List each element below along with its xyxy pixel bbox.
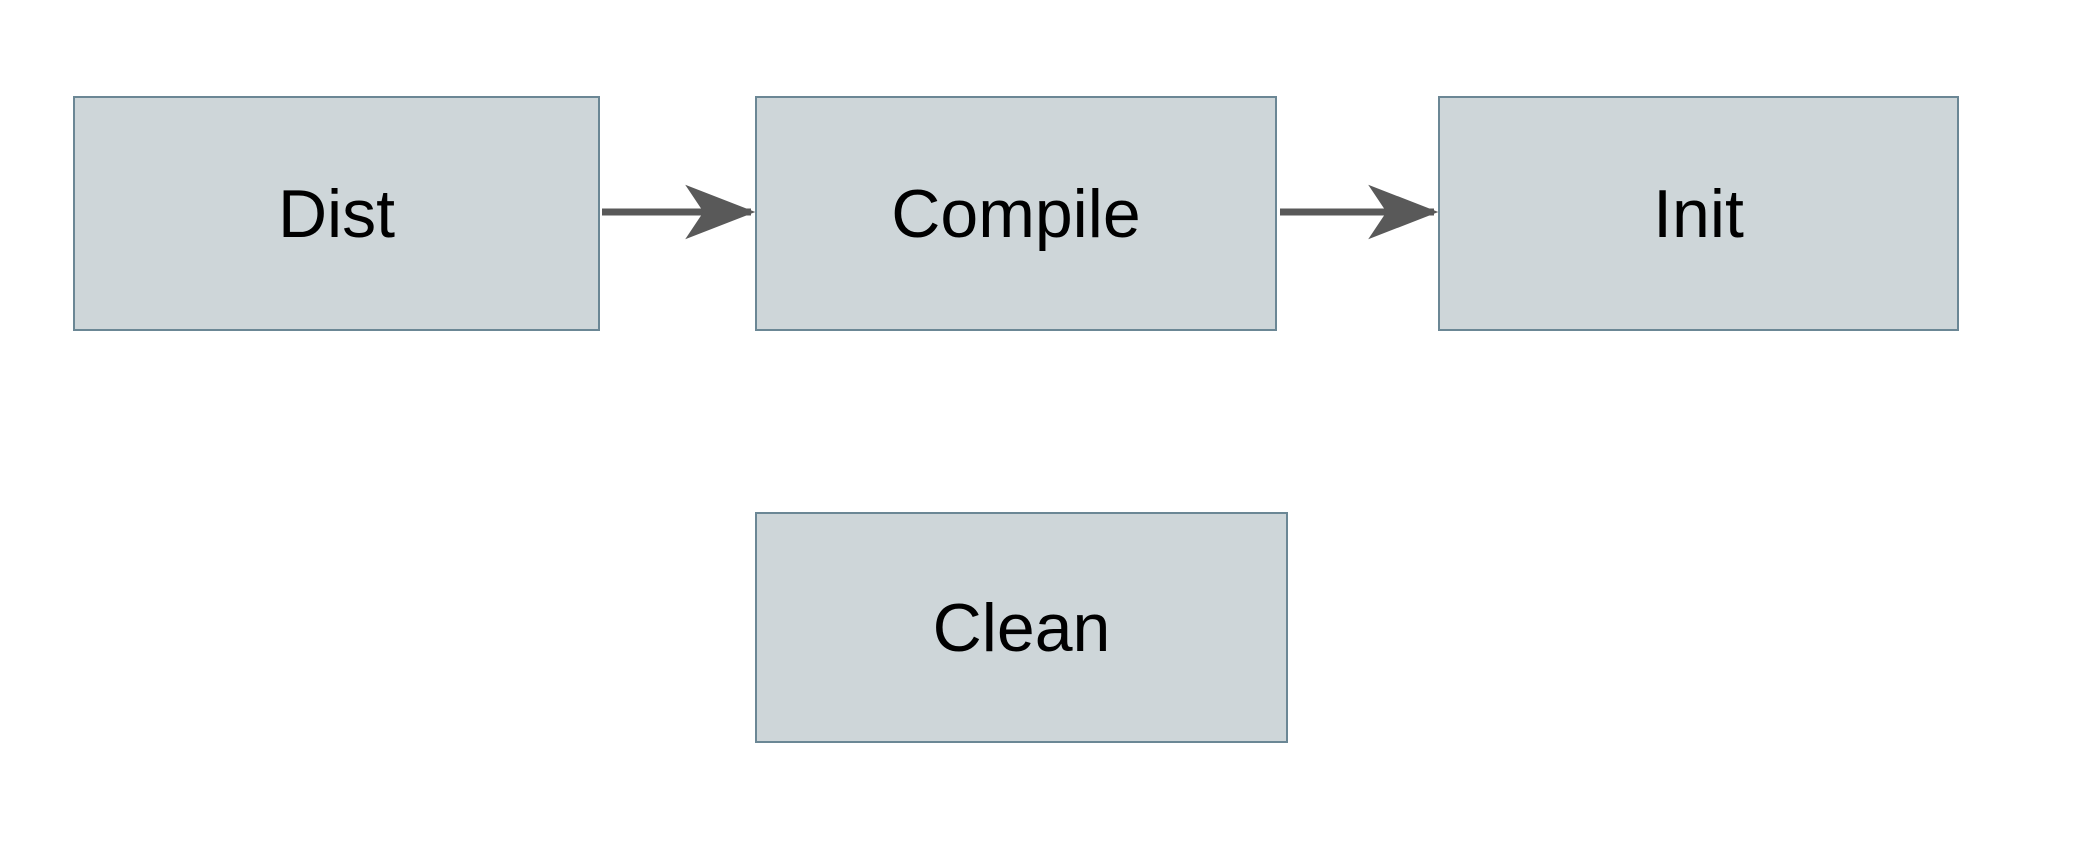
node-init-label: Init: [1653, 175, 1744, 252]
node-clean-label: Clean: [932, 589, 1111, 666]
node-dist-label: Dist: [277, 175, 396, 252]
node-init[interactable]: Init: [1438, 96, 1959, 331]
node-compile[interactable]: Compile: [755, 96, 1277, 331]
node-clean[interactable]: Clean: [755, 512, 1288, 743]
node-compile-label: Compile: [891, 175, 1141, 252]
node-dist[interactable]: Dist: [73, 96, 600, 331]
